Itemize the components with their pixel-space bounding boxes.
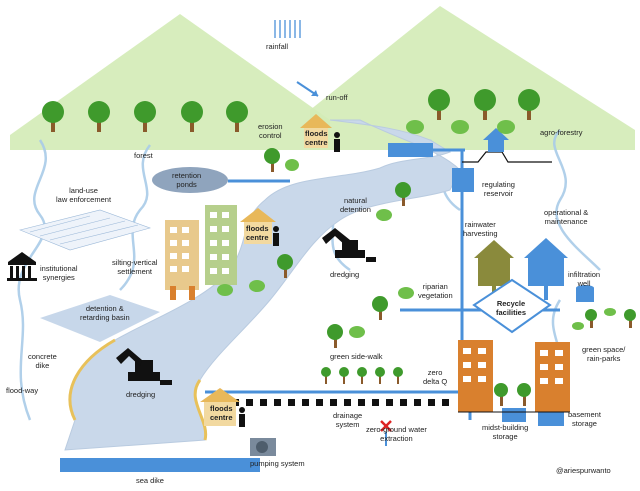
label-detention-basin: detention & retarding basin	[80, 304, 130, 322]
label-floods-centre-1: floods centre	[305, 129, 328, 147]
retention-ponds	[152, 167, 228, 193]
infiltration-well	[576, 285, 594, 302]
detention-basin-shape	[40, 295, 160, 342]
label-retention-ponds: retention ponds	[172, 171, 202, 189]
sidewalk-trees	[321, 367, 403, 384]
label-floods-centre-3: floods centre	[210, 404, 233, 422]
no-extraction-x	[380, 420, 392, 432]
label-dredging-bottom: dredging	[126, 390, 156, 399]
pipe-tank	[388, 143, 433, 157]
label-infiltration-well: infiltration well	[568, 270, 601, 288]
label-sea-dike: sea dike	[136, 476, 164, 485]
label-erosion-control: erosion control	[258, 122, 283, 140]
label-silting-vertical: silting-vertical settlement	[112, 258, 158, 276]
building-green	[205, 205, 237, 285]
hatched-area-landuse	[19, 209, 151, 251]
label-concrete-dike: concrete dike	[28, 352, 57, 370]
label-run-off: run-off	[326, 93, 348, 102]
label-institutional-synergies: institutional synergies	[40, 264, 78, 282]
river-edge-yellow-bottom	[193, 379, 208, 441]
recycle-diamond	[472, 278, 552, 334]
building-orange-left	[458, 340, 493, 412]
rainfall-arrows	[274, 20, 301, 38]
excavator-top	[322, 228, 376, 262]
label-green-sidewalk: green side-walk	[330, 352, 383, 361]
building-orange-right	[535, 342, 570, 412]
label-forest: forest	[134, 151, 153, 160]
trees	[42, 89, 636, 406]
reservoir-up-arrow	[483, 128, 509, 152]
label-riparian-vegetation: riparian vegetation	[418, 282, 453, 300]
label-zero-delta-q: zero delta Q	[423, 368, 448, 386]
label-land-use: land-use law enforcement	[56, 186, 112, 204]
floods-centre-house-3	[200, 388, 240, 426]
midst-storage-tank	[502, 408, 526, 422]
house-blue	[524, 238, 568, 300]
reservoir-ground	[462, 151, 552, 163]
river-edge-yellow-top	[68, 338, 116, 421]
label-recycle-facilities: Recycle facilities	[496, 299, 527, 317]
basement-storage-tank	[538, 412, 564, 426]
label-regulating-reservoir: regulating reservoir	[482, 180, 515, 198]
label-natural-detention: natural detention	[340, 196, 371, 214]
label-drainage-system: drainage system	[333, 411, 363, 429]
label-rainwater-harvesting: rainwater harvesting	[463, 220, 498, 238]
label-pumping-system: pumping system	[250, 459, 305, 468]
label-floods-centre-2: floods centre	[246, 224, 269, 242]
label-credit: @ariespurwanto	[556, 466, 611, 475]
mountain-right	[310, 6, 635, 150]
excavator-bottom	[116, 348, 172, 385]
floods-centre-house-1	[300, 114, 332, 148]
house-olive	[474, 240, 514, 300]
label-green-space: green space/ rain-parks	[582, 345, 626, 363]
building-beige	[165, 220, 199, 300]
label-zero-ground-water: zero-ground water extraction	[366, 425, 427, 443]
label-midst-building-storage: midst-building storage	[482, 423, 529, 441]
pumping-machine	[250, 438, 276, 456]
label-flood-way: flood-way	[6, 386, 39, 395]
person-icons	[239, 132, 340, 427]
drainage-dashes	[232, 399, 449, 406]
sea-dike	[60, 458, 260, 472]
label-operational-maintenance: operational & maintenance	[544, 208, 589, 226]
label-basement-storage: basement storage	[568, 410, 601, 428]
floods-centre-house-2	[240, 208, 276, 244]
institution-building	[7, 252, 37, 281]
regulating-reservoir-tank	[452, 168, 474, 192]
label-agro-forestry: agro-forestry	[540, 128, 583, 137]
shrubs	[217, 120, 616, 338]
label-rainfall: rainfall	[266, 42, 289, 51]
label-dredging-top: dredging	[330, 270, 360, 279]
